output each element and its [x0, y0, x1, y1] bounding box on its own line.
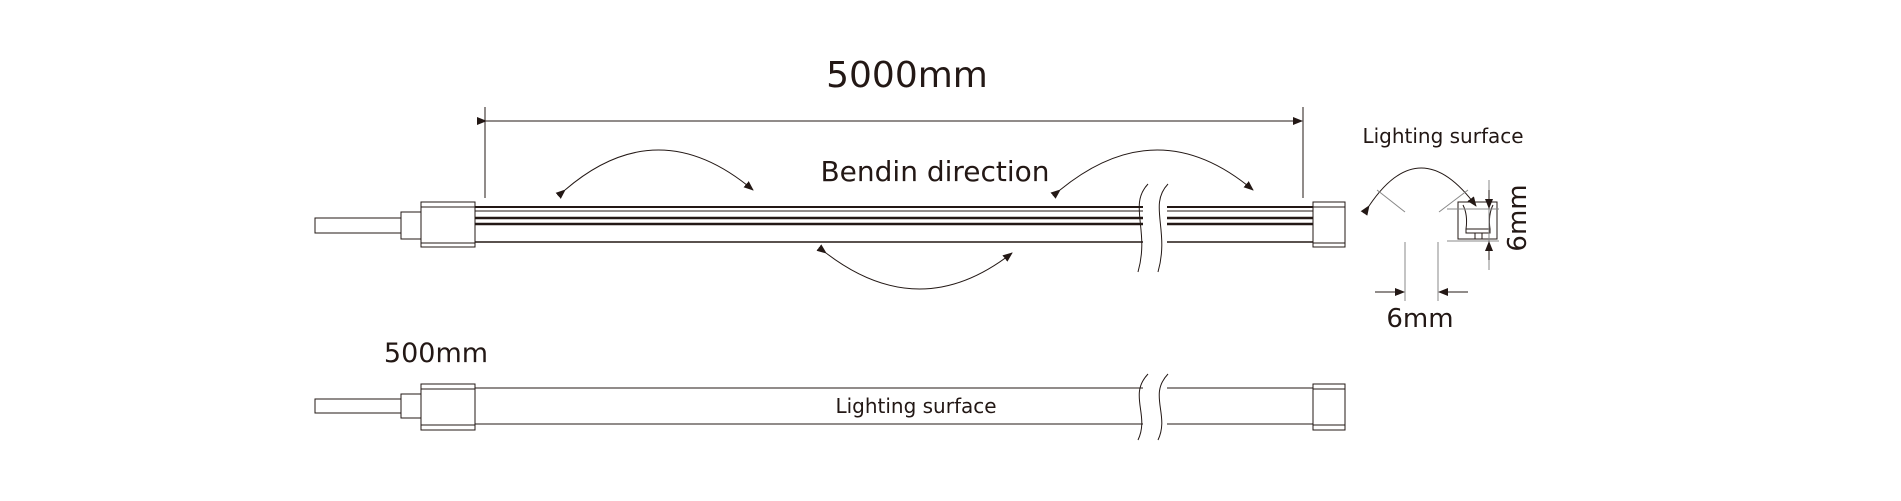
short-length-label: 500mm: [384, 338, 488, 369]
profile-shape: [1457, 201, 1498, 240]
height-label: 6mm: [1503, 184, 1533, 251]
width-label: 6mm: [1386, 304, 1453, 334]
cross-section: Lighting surface 6mm 6mm: [1360, 124, 1533, 334]
length-dimension: 5000mm: [477, 55, 1304, 198]
strip-bottom-view: 500mm Lighting surface: [314, 338, 1346, 441]
bend-direction-label: Bendin direction: [820, 155, 1049, 188]
length-label: 5000mm: [826, 55, 988, 96]
cross-section-surface-label: Lighting surface: [1362, 124, 1523, 148]
bend-direction-arrows: Bendin direction: [555, 149, 1254, 290]
lighting-surface-label: Lighting surface: [835, 394, 996, 418]
strip-top-view: [314, 183, 1346, 275]
